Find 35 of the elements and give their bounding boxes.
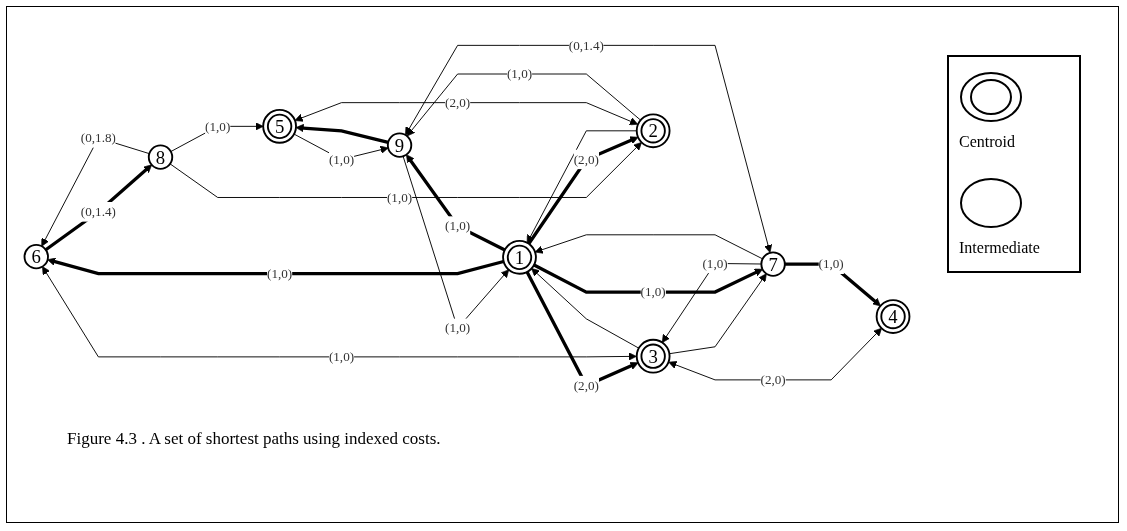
edge-label: (2,0) [760,372,786,387]
legend-label: Intermediate [959,239,1040,257]
node-circle: 9 [386,132,413,158]
arrow [47,257,505,275]
edge-label: (1,0) [386,189,413,205]
edge-label: (2,0) [445,95,471,110]
node-circle: 6 [23,243,49,269]
node-circle: 4 [875,298,911,334]
edge-label: (2,0) [573,151,599,167]
edge-label: (1,0) [267,266,293,281]
edge-label: (1,0) [818,256,844,271]
node-circle: 2 [635,113,671,148]
edge-label: (1,0) [328,151,355,167]
edge-label: (1,0) [640,284,666,299]
node-circle: 5 [262,108,297,144]
arrow [44,164,153,251]
arrow [406,153,506,251]
node-circle: 1 [502,239,537,275]
edge-label: (1,0) [702,255,728,271]
edge-label: (0,1.8) [80,130,116,145]
edge-label: (0,1.4) [80,204,116,219]
edge-label: (1,0) [205,118,231,133]
edge-label: (1,0) [445,218,471,233]
edge-label: (0,1.4) [568,37,604,52]
node-circle: 8 [147,144,174,170]
edge-label: (1,0) [445,320,471,335]
arrow [295,123,389,144]
node-circle: 7 [760,251,786,277]
node-circle: 3 [635,338,671,374]
figure-caption: Figure 4.3 . A set of shortest paths using indexed costs. [67,429,442,449]
edge-label: (1,0) [328,349,355,364]
edge-label: (2,0) [573,378,599,393]
legend-label: Centroid [959,133,1015,151]
arrow [533,263,763,294]
edge-label: (1,0) [506,66,533,81]
